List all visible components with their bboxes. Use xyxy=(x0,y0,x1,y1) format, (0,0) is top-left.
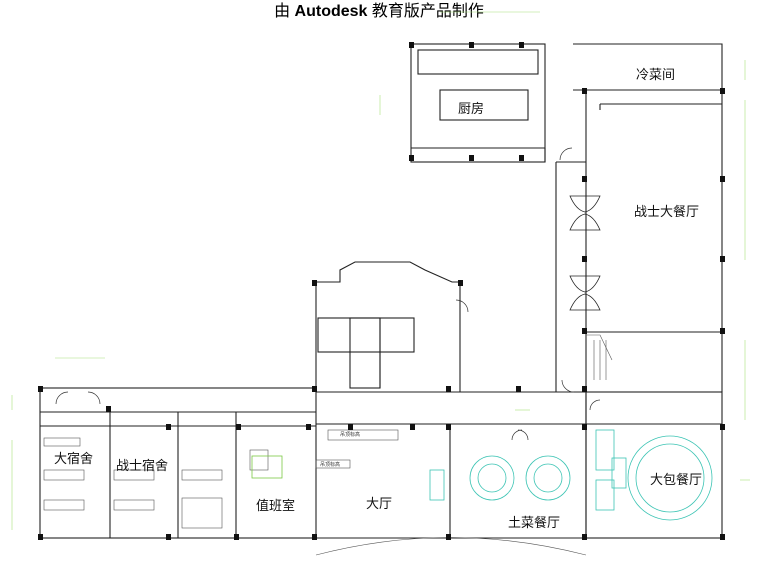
dimension-lines xyxy=(11,11,750,530)
room-label-kitchen: 厨房 xyxy=(458,101,484,117)
round-table-large xyxy=(627,435,713,521)
private-dining-wall xyxy=(585,391,723,539)
watermark-header: 由 Autodesk 教育版产品制作 xyxy=(0,0,758,26)
kitchen-wall xyxy=(410,43,546,163)
door-arcs xyxy=(55,147,601,441)
room-label-private-dining: 大包餐厅 xyxy=(650,472,702,488)
room-label-dorm-soldier: 战士宿舍 xyxy=(116,458,168,474)
annotation-ceiling-2: 吊顶标高 xyxy=(320,461,340,468)
room-label-duty-room: 值班室 xyxy=(256,498,295,514)
columns xyxy=(38,42,725,540)
room-label-dorm-large: 大宿舍 xyxy=(54,451,93,467)
room-label-local-dining: 土菜餐厅 xyxy=(508,515,560,531)
inner-lines xyxy=(43,334,613,556)
duty-room-fixture xyxy=(251,455,283,479)
header-prefix: 由 xyxy=(274,3,291,20)
room-label-hall: 大厅 xyxy=(366,497,392,512)
annotation-ceiling-1: 吊顶标高 xyxy=(340,431,360,438)
room-label-cold-dish: 冷菜间 xyxy=(636,68,675,83)
header-suffix: 教育版产品制作 xyxy=(371,3,484,20)
round-table-2 xyxy=(525,455,571,501)
round-table-1 xyxy=(469,455,515,501)
partition-fixtures xyxy=(569,195,601,311)
room-label-soldier-dining: 战士大餐厅 xyxy=(634,204,699,220)
header-brand: Autodesk xyxy=(294,3,368,20)
dining-tables xyxy=(429,429,713,521)
